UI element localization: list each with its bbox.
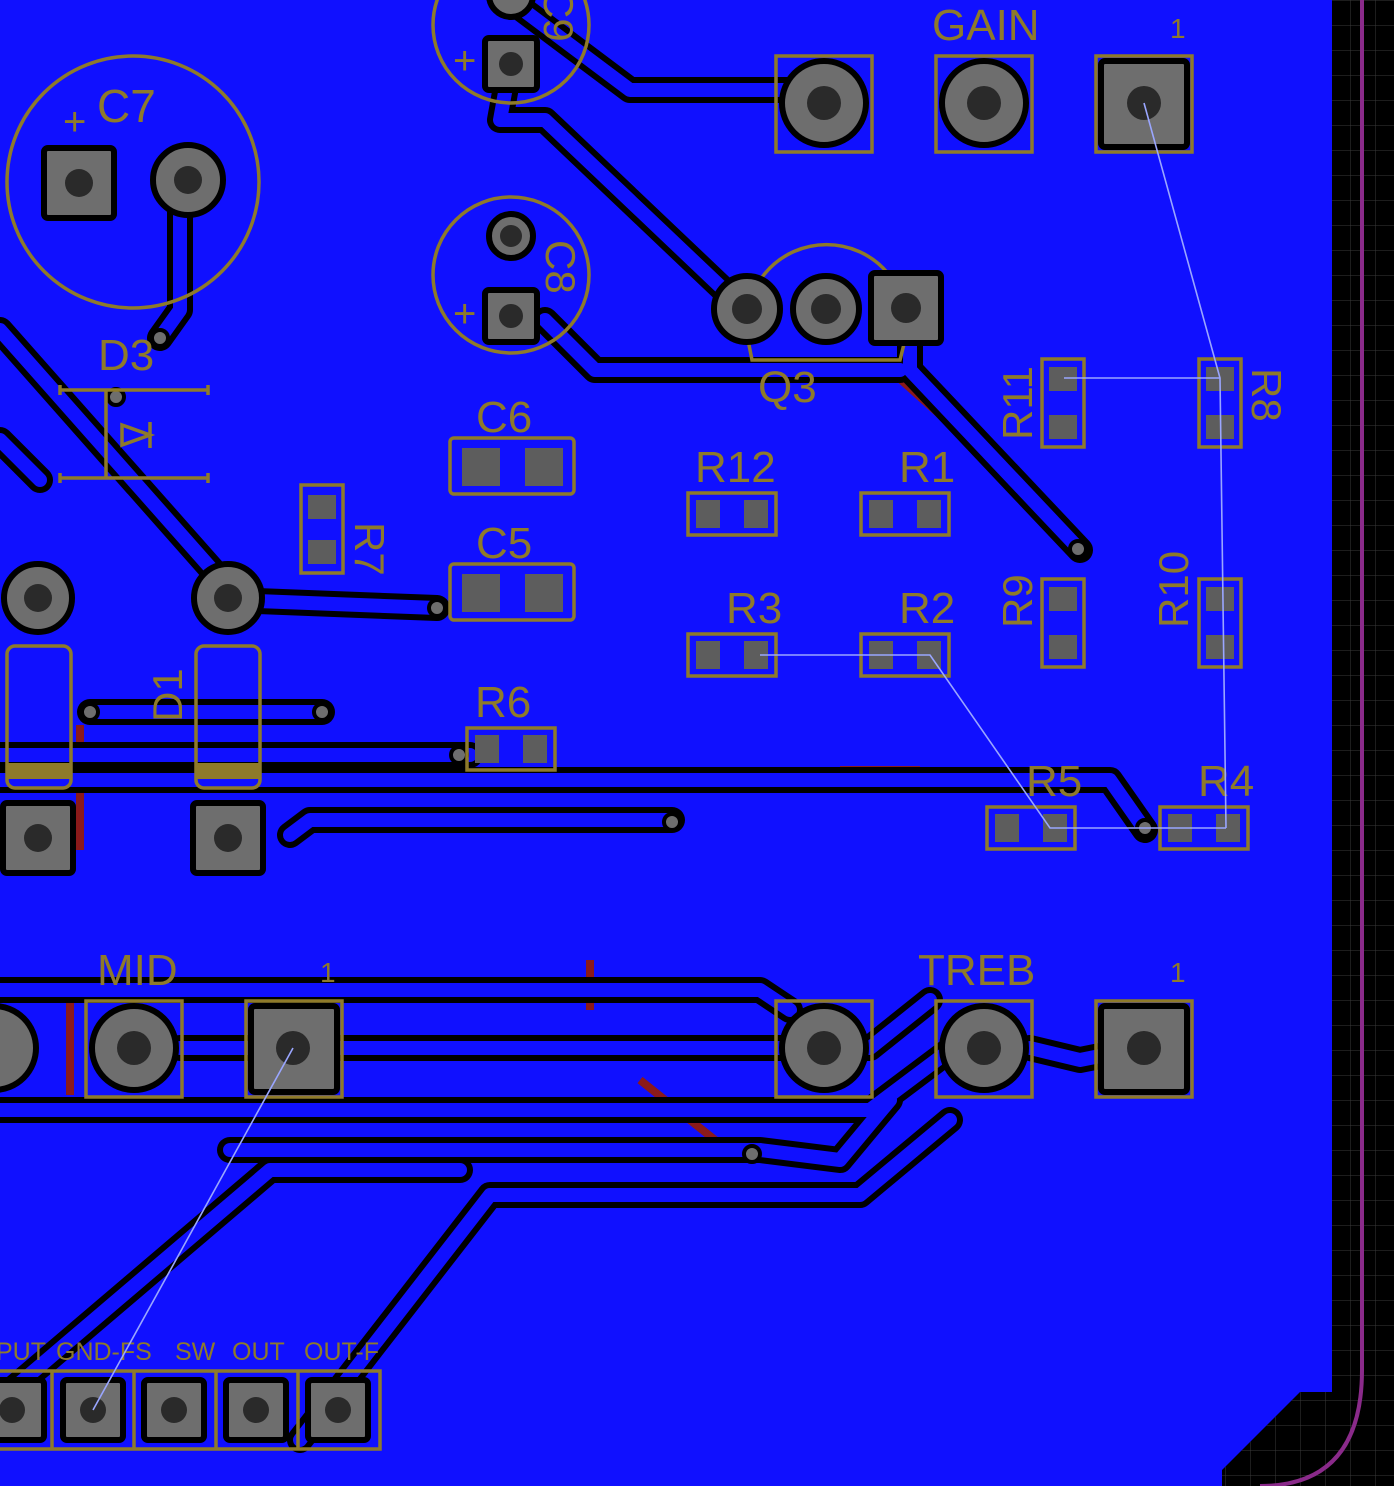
header-pin-label: OUT-F bbox=[304, 1338, 379, 1366]
header-pin-label: GND-FS bbox=[56, 1338, 152, 1366]
c9-plus-label: + bbox=[453, 39, 476, 83]
diode-d3[interactable]: D3 bbox=[58, 331, 210, 483]
c7-label: C7 bbox=[97, 80, 156, 132]
r2-label: R2 bbox=[899, 584, 955, 633]
gain-label: GAIN bbox=[932, 1, 1040, 50]
transistor-q3[interactable]: Q3 bbox=[711, 242, 944, 412]
diode-left[interactable] bbox=[0, 561, 76, 876]
r3-label: R3 bbox=[726, 584, 782, 633]
c6-label: C6 bbox=[476, 393, 532, 442]
d3-label: D3 bbox=[98, 331, 154, 380]
r10-label: R10 bbox=[1150, 551, 1197, 628]
resistor-r4[interactable]: R4 bbox=[1158, 757, 1254, 851]
resistor-r1[interactable]: R1 bbox=[859, 443, 955, 537]
capacitor-c7[interactable]: + C7 bbox=[5, 54, 261, 310]
via bbox=[742, 1144, 762, 1164]
r1-label: R1 bbox=[899, 443, 955, 492]
resistor-r10[interactable]: R10 bbox=[1150, 551, 1243, 669]
capacitor-c6[interactable]: C6 bbox=[448, 393, 576, 496]
ratsnest-lines bbox=[92, 102, 1227, 1411]
r8-label: R8 bbox=[1243, 368, 1290, 422]
capacitor-c9[interactable]: + C9 bbox=[431, 0, 591, 105]
treb-pin1-label: 1 bbox=[1170, 957, 1186, 988]
via bbox=[427, 598, 447, 618]
pot-gain[interactable]: GAIN 1 bbox=[774, 1, 1194, 154]
r12-label: R12 bbox=[695, 443, 776, 492]
c8-label: C8 bbox=[537, 240, 584, 294]
r7-label: R7 bbox=[346, 522, 393, 576]
header-pin-label: PUT bbox=[0, 1338, 46, 1366]
header-pin-label: OUT bbox=[232, 1338, 285, 1366]
resistor-r6[interactable]: R6 bbox=[465, 678, 557, 772]
top-layer-traces bbox=[0, 0, 1152, 1447]
d1-label: D1 bbox=[144, 668, 191, 722]
via bbox=[312, 702, 332, 722]
gain-pin1-label: 1 bbox=[1170, 13, 1186, 44]
via bbox=[1068, 539, 1088, 559]
resistor-r7[interactable]: R7 bbox=[299, 483, 393, 576]
r11-label: R11 bbox=[994, 366, 1041, 440]
capacitor-c5[interactable]: C5 bbox=[448, 519, 576, 622]
c5-label: C5 bbox=[476, 519, 532, 568]
diode-d1[interactable]: D1 bbox=[144, 561, 266, 876]
mid-pin1-label: 1 bbox=[320, 957, 336, 988]
c7-plus-label: + bbox=[63, 100, 86, 144]
header-connector[interactable]: PUT GND-FS SW OUT OUT-F bbox=[0, 1338, 382, 1451]
q3-label: Q3 bbox=[758, 363, 817, 412]
resistor-r11[interactable]: R11 bbox=[994, 357, 1086, 449]
treb-label: TREB bbox=[918, 946, 1035, 995]
resistor-r9[interactable]: R9 bbox=[994, 574, 1086, 669]
mid-label: MID bbox=[97, 946, 178, 995]
board-outline bbox=[1259, 0, 1364, 1486]
c8-plus-label: + bbox=[453, 292, 476, 336]
capacitor-c8[interactable]: + C8 bbox=[431, 195, 591, 355]
r5-label: R5 bbox=[1026, 757, 1082, 806]
pot-treb[interactable]: TREB 1 bbox=[774, 946, 1194, 1099]
r9-label: R9 bbox=[994, 574, 1041, 628]
c9-label: C9 bbox=[535, 0, 582, 42]
resistor-r12[interactable]: R12 bbox=[686, 443, 778, 537]
resistor-r5[interactable]: R5 bbox=[985, 757, 1082, 851]
via bbox=[150, 328, 170, 348]
header-pin-label: SW bbox=[175, 1338, 216, 1366]
vias bbox=[80, 328, 1155, 1164]
r6-label: R6 bbox=[475, 678, 531, 727]
via bbox=[449, 745, 469, 765]
via bbox=[662, 812, 682, 832]
via bbox=[80, 702, 100, 722]
pot-mid[interactable]: MID 1 bbox=[0, 946, 344, 1099]
